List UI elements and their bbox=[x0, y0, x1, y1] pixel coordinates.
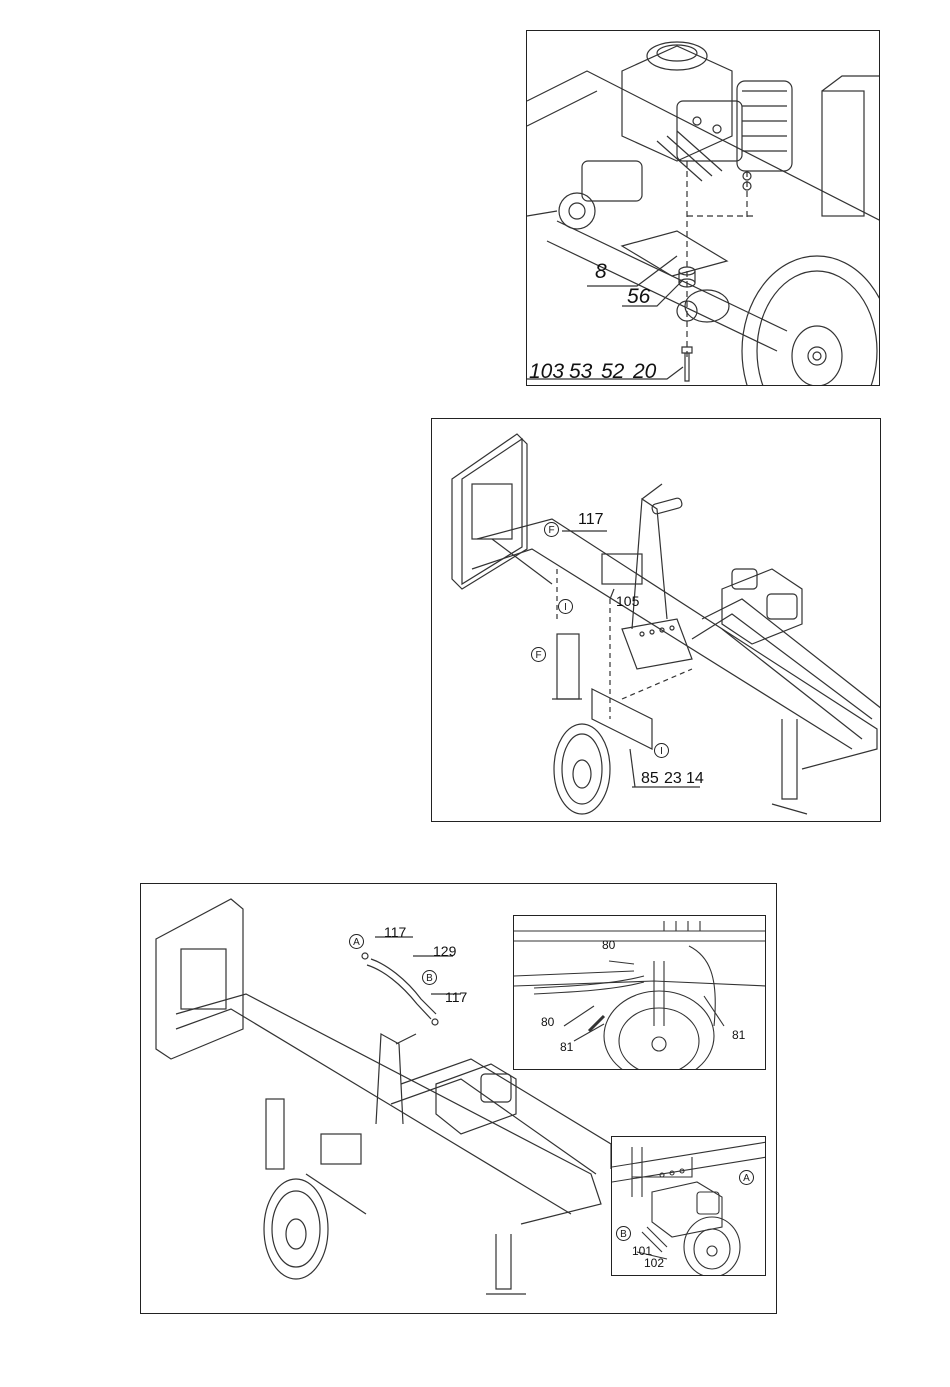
hose-routing-inset: 80 80 81 81 bbox=[513, 915, 766, 1070]
hose-routing-inset-drawing bbox=[514, 916, 766, 1070]
callout-23: 23 bbox=[664, 771, 682, 787]
engine-mount-figure: 8 56 103 53 52 20 bbox=[526, 30, 880, 386]
callout-14: 14 bbox=[686, 771, 704, 787]
callout-129: 129 bbox=[433, 944, 456, 958]
marker-f-top: F bbox=[544, 522, 559, 537]
beam-assembly-drawing bbox=[432, 419, 881, 822]
callout-20: 20 bbox=[633, 361, 656, 382]
inset-marker-b: B bbox=[616, 1226, 631, 1241]
callout-56: 56 bbox=[627, 286, 650, 307]
inset-callout-80-top: 80 bbox=[602, 939, 615, 951]
marker-a: A bbox=[349, 934, 364, 949]
callout-103: 103 bbox=[529, 361, 564, 382]
inset-marker-a: A bbox=[739, 1170, 754, 1185]
callout-8: 8 bbox=[595, 261, 607, 282]
inset-callout-81-left: 81 bbox=[560, 1041, 573, 1053]
callout-105: 105 bbox=[616, 594, 639, 608]
callout-52: 52 bbox=[601, 361, 624, 382]
callout-117-a: 117 bbox=[384, 925, 406, 939]
inset-callout-80-left: 80 bbox=[541, 1016, 554, 1028]
inset-callout-81-right: 81 bbox=[732, 1029, 745, 1041]
marker-f-bottom: F bbox=[531, 647, 546, 662]
marker-b: B bbox=[422, 970, 437, 985]
hose-ports-inset: A B 101 102 bbox=[611, 1136, 766, 1276]
marker-i-bottom: I bbox=[654, 743, 669, 758]
engine-mount-drawing bbox=[527, 31, 880, 386]
beam-assembly-figure: F 117 105 I F I 85 23 14 bbox=[431, 418, 881, 822]
callout-53: 53 bbox=[569, 361, 592, 382]
marker-i-mid: I bbox=[558, 599, 573, 614]
callout-117-b: 117 bbox=[445, 990, 467, 1004]
callout-85: 85 bbox=[641, 771, 659, 787]
inset-callout-102: 102 bbox=[644, 1257, 664, 1269]
hose-connection-figure: A 117 129 B 117 bbox=[140, 883, 777, 1314]
callout-117: 117 bbox=[578, 512, 604, 528]
